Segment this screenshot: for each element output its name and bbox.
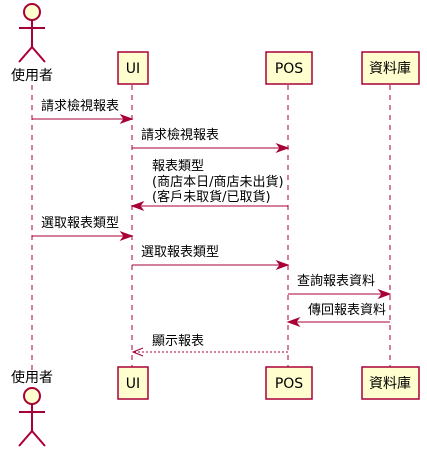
message-label-line-1: 報表類型 <box>152 159 204 174</box>
actor-user-top: 使用者 <box>11 3 53 84</box>
message-label: 選取報表類型 <box>141 245 219 260</box>
arrowhead <box>130 200 145 212</box>
participant-ui-label-top: UI <box>126 61 140 77</box>
participant-pos-label-top: POS <box>275 61 303 77</box>
participant-box <box>117 366 149 400</box>
actor-user-bottom: 使用者 <box>11 369 53 447</box>
arrowhead <box>377 288 392 300</box>
message-label: 請求檢視報表 <box>41 98 119 114</box>
participant-user-label-top: 使用者 <box>11 67 53 84</box>
participant-ui-label-bottom: UI <box>126 376 140 392</box>
message-label-line-3: (客戶未取貨/已取貨) <box>152 189 271 205</box>
message-2: 請求檢視報表 <box>132 127 290 154</box>
message-6: 查詢報表資料 <box>288 273 392 300</box>
participant-box <box>117 51 149 85</box>
participant-pos-top: POS <box>265 51 313 85</box>
participant-box <box>361 366 420 400</box>
message-label: 顯示報表 <box>152 334 204 349</box>
arrowhead <box>275 142 290 154</box>
participant-db-label-top: 資料庫 <box>369 60 411 77</box>
participant-db-bottom: 資料庫 <box>361 366 420 400</box>
participant-db-label-bottom: 資料庫 <box>369 375 411 392</box>
participant-ui-top: UI <box>117 51 149 85</box>
actor-body <box>18 404 46 447</box>
arrowhead <box>275 259 290 271</box>
message-label: 查詢報表資料 <box>297 273 375 289</box>
participant-box <box>265 366 313 400</box>
message-label-line-2: (商店本日/商店未出貨) <box>152 174 284 190</box>
message-1: 請求檢視報表 <box>32 98 134 125</box>
message-8: 顯示報表 <box>131 334 288 357</box>
actor-head <box>23 3 41 21</box>
participant-box <box>361 51 420 85</box>
message-4: 選取報表類型 <box>32 216 134 242</box>
arrowhead <box>119 113 134 125</box>
participant-pos-bottom: POS <box>265 366 313 400</box>
actor-body <box>18 20 46 63</box>
participant-box <box>265 51 313 85</box>
participant-ui-bottom: UI <box>117 366 149 400</box>
message-3: 報表類型 (商店本日/商店未出貨) (客戶未取貨/已取貨) <box>130 159 288 212</box>
message-label: 請求檢視報表 <box>141 127 219 143</box>
participant-user-label-bottom: 使用者 <box>11 369 53 386</box>
message-label: 傳回報表資料 <box>308 303 386 318</box>
arrowhead <box>286 316 301 328</box>
participant-db-top: 資料庫 <box>361 51 420 85</box>
actor-head <box>23 387 41 405</box>
arrowhead <box>131 347 144 357</box>
message-label: 選取報表類型 <box>41 216 119 231</box>
message-5: 選取報表類型 <box>132 245 290 271</box>
arrowhead <box>119 230 134 242</box>
message-7: 傳回報表資料 <box>286 303 390 328</box>
participant-pos-label-bottom: POS <box>275 376 303 392</box>
